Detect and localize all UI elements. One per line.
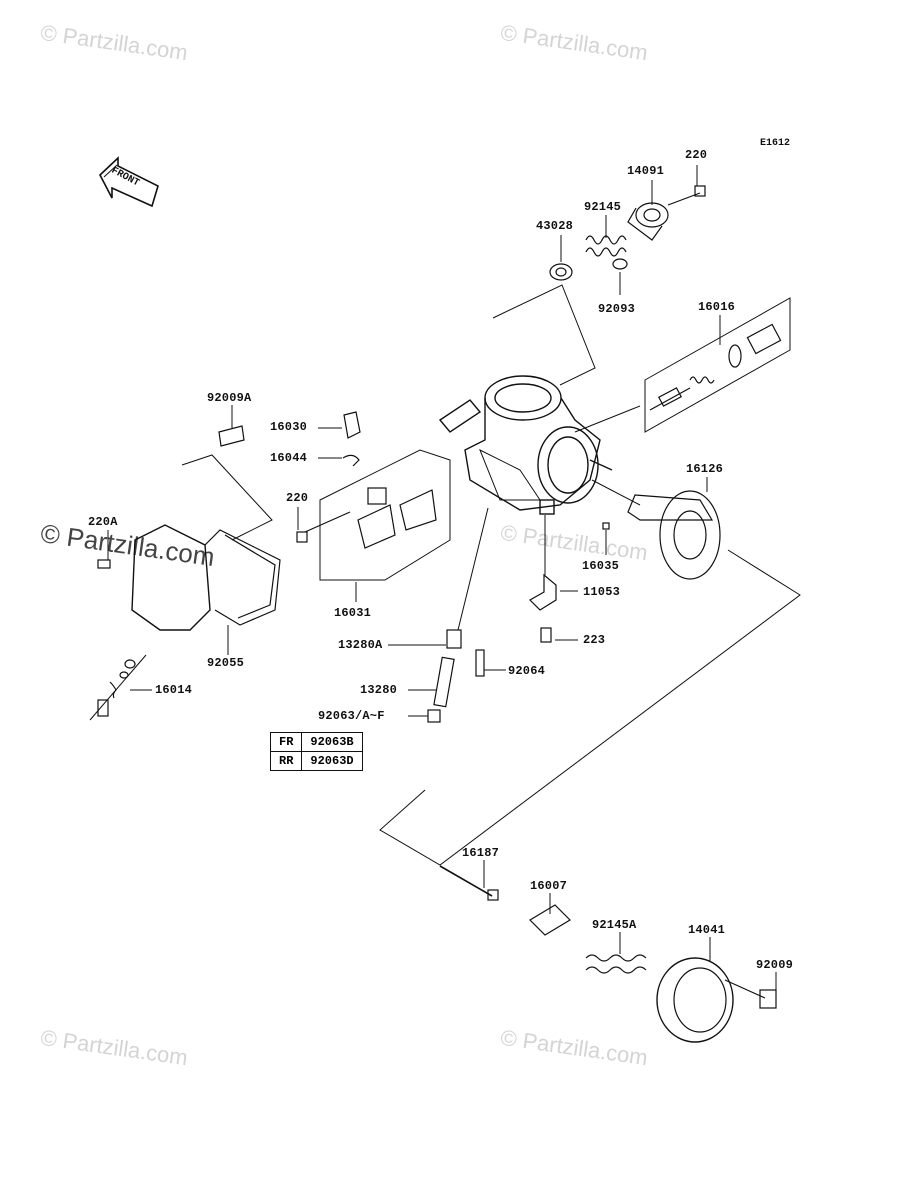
float-bowl <box>97 524 281 631</box>
part-label-92145a[interactable]: 92145A <box>592 918 637 932</box>
part-label-14041[interactable]: 14041 <box>688 923 726 937</box>
part-label-92093[interactable]: 92093 <box>598 302 636 316</box>
part-label-223[interactable]: 223 <box>583 633 606 647</box>
part-label-92055[interactable]: 92055 <box>207 656 245 670</box>
fitment-table: FR 92063B RR 92063D <box>269 732 363 771</box>
part-label-16031[interactable]: 16031 <box>334 606 372 620</box>
part-label-16007[interactable]: 16007 <box>530 879 568 893</box>
table-row: FR 92063B <box>269 732 363 752</box>
part-label-16035[interactable]: 16035 <box>582 559 620 573</box>
part-label-92009[interactable]: 92009 <box>756 958 794 972</box>
part-label-16044[interactable]: 16044 <box>270 451 308 465</box>
part-label-92063-a-f[interactable]: 92063/A~F <box>318 709 385 723</box>
plunger-group <box>649 323 782 411</box>
part-label-11053[interactable]: 11053 <box>583 585 621 599</box>
fitment-part[interactable]: 92063B <box>301 732 363 752</box>
fitment-part[interactable]: 92063D <box>301 751 363 771</box>
bottom-cover-group <box>439 865 777 1043</box>
part-label-13280[interactable]: 13280 <box>360 683 398 697</box>
part-label-16126[interactable]: 16126 <box>686 462 724 476</box>
diagram-code: E1612 <box>760 138 791 149</box>
diaphragm-part <box>627 490 721 580</box>
part-label-92009a[interactable]: 92009A <box>207 391 252 405</box>
part-label-220a[interactable]: 220A <box>88 515 118 529</box>
part-label-16016[interactable]: 16016 <box>698 300 736 314</box>
table-row: RR 92063D <box>269 751 363 771</box>
fitment-position: RR <box>269 751 303 771</box>
part-label-220-b[interactable]: 220 <box>286 491 309 505</box>
part-label-16014[interactable]: 16014 <box>155 683 193 697</box>
top-cover-group <box>549 185 706 281</box>
float-parts <box>218 411 451 581</box>
part-label-16187[interactable]: 16187 <box>462 846 500 860</box>
part-label-14091[interactable]: 14091 <box>627 164 665 178</box>
part-label-13280a[interactable]: 13280A <box>338 638 383 652</box>
part-label-220[interactable]: 220 <box>685 148 708 162</box>
part-label-92145[interactable]: 92145 <box>584 200 622 214</box>
jets <box>427 522 610 723</box>
fitment-position: FR <box>269 732 303 752</box>
part-label-92064[interactable]: 92064 <box>508 664 546 678</box>
carburetor-body <box>438 375 613 515</box>
air-screw-set <box>89 654 147 721</box>
part-label-16030[interactable]: 16030 <box>270 420 308 434</box>
part-label-43028[interactable]: 43028 <box>536 219 574 233</box>
front-arrow-icon <box>99 156 159 208</box>
